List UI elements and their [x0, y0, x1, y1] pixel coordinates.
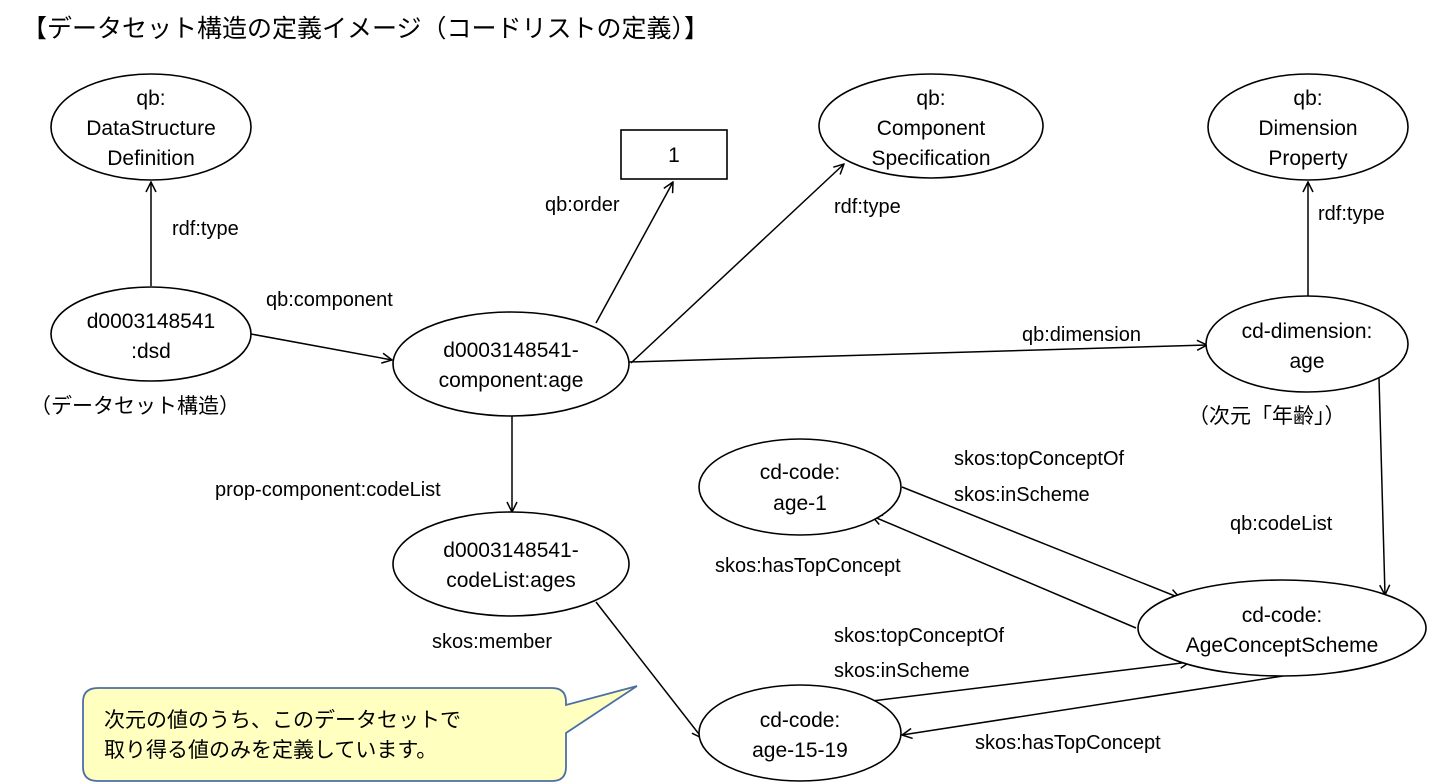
node-component-age-line1: d0003148541-	[443, 339, 578, 362]
node-dimension-property: qb: Dimension Property	[1207, 73, 1409, 181]
label-dim-type: rdf:type	[1318, 203, 1385, 225]
edge-age1519-topconceptof	[871, 662, 1190, 702]
edge-age1519-hastopconcept	[902, 675, 1284, 735]
label-age1-inscheme: skos:inScheme	[954, 484, 1090, 506]
callout-bubble: 次元の値のうち、このデータセットで 取り得る値のみを定義しています。	[82, 685, 638, 782]
node-dsd-line1: d0003148541	[87, 310, 215, 333]
label-qb-dimension: qb:dimension	[1022, 324, 1141, 346]
page-title: 【データセット構造の定義イメージ（コードリストの定義）】	[22, 14, 709, 43]
node-component-specification-line2: Component	[877, 117, 986, 140]
label-spec-type: rdf:type	[834, 196, 901, 218]
node-component-age-line2: component:age	[439, 369, 584, 392]
edge-qb-order	[595, 182, 673, 324]
node-dimension-age-line1: cd-dimension:	[1242, 320, 1373, 343]
node-codelist-ages: d0003148541- codeList:ages	[392, 511, 630, 617]
edge-age1-topconceptof	[901, 486, 1180, 598]
label-age1-hastopconcept: skos:hasTopConcept	[715, 555, 901, 577]
node-order-value: 1	[620, 129, 728, 180]
node-dsd-line2: :dsd	[131, 340, 171, 363]
node-dsd: d0003148541 :dsd	[50, 286, 252, 382]
edge-qb-dimension	[628, 345, 1207, 363]
node-datastructure-definition-line2: DataStructure	[86, 117, 216, 140]
edge-spec-type	[630, 164, 844, 364]
node-age-concept-scheme-line1: cd-code:	[1242, 604, 1323, 627]
edge-qb-component	[250, 333, 392, 360]
node-codelist-ages-line2: codeList:ages	[446, 569, 576, 592]
node-component-age: d0003148541- component:age	[392, 311, 630, 417]
node-code-age-15-19-line1: cd-code:	[760, 709, 841, 732]
callout-line1: 次元の値のうち、このデータセットで	[104, 708, 461, 732]
node-code-age-1-line2: age-1	[773, 492, 827, 515]
node-code-age-15-19-line2: age-15-19	[752, 739, 848, 762]
edge-age1-hastopconcept	[872, 516, 1137, 629]
label-qb-order: qb:order	[545, 194, 620, 216]
node-age-concept-scheme: cd-code: AgeConceptScheme	[1137, 579, 1427, 677]
label-age1-topconceptof: skos:topConceptOf	[954, 448, 1125, 470]
node-component-specification-line3: Specification	[871, 147, 990, 170]
node-dimension-age: cd-dimension: age	[1205, 295, 1409, 393]
label-prop-codelist: prop-component:codeList	[215, 479, 441, 501]
label-age1519-inscheme: skos:inScheme	[834, 660, 970, 682]
node-code-age-1: cd-code: age-1	[698, 438, 902, 536]
label-qb-component: qb:component	[266, 289, 393, 311]
node-age-concept-scheme-line2: AgeConceptScheme	[1186, 634, 1379, 657]
node-dimension-property-line1: qb:	[1293, 87, 1322, 110]
node-dimension-property-line2: Dimension	[1258, 117, 1357, 140]
edge-skos-member	[595, 601, 702, 738]
node-code-age-1-line1: cd-code:	[760, 461, 841, 484]
edge-qb-codelist	[1378, 377, 1385, 595]
note-dimension: （次元「年齢」）	[1188, 404, 1346, 428]
label-dsd-type: rdf:type	[172, 218, 239, 240]
label-age1519-hastopconcept: skos:hasTopConcept	[975, 732, 1161, 754]
node-dimension-age-line2: age	[1289, 350, 1324, 373]
node-codelist-ages-line1: d0003148541-	[443, 539, 578, 562]
node-datastructure-definition-line3: Definition	[107, 147, 195, 170]
label-qb-codelist: qb:codeList	[1230, 513, 1333, 535]
callout-line2: 取り得る値のみを定義しています。	[104, 738, 437, 762]
node-order-value-text: 1	[668, 144, 680, 167]
node-datastructure-definition: qb: DataStructure Definition	[50, 73, 252, 181]
node-dimension-property-line3: Property	[1268, 147, 1348, 170]
node-datastructure-definition-line1: qb:	[136, 87, 165, 110]
note-dsd: （データセット構造）	[30, 394, 240, 418]
node-code-age-15-19: cd-code: age-15-19	[698, 684, 902, 782]
node-component-specification-line1: qb:	[916, 87, 945, 110]
label-skos-member: skos:member	[432, 631, 552, 653]
node-component-specification: qb: Component Specification	[818, 73, 1044, 179]
label-age1519-topconceptof: skos:topConceptOf	[834, 625, 1005, 647]
